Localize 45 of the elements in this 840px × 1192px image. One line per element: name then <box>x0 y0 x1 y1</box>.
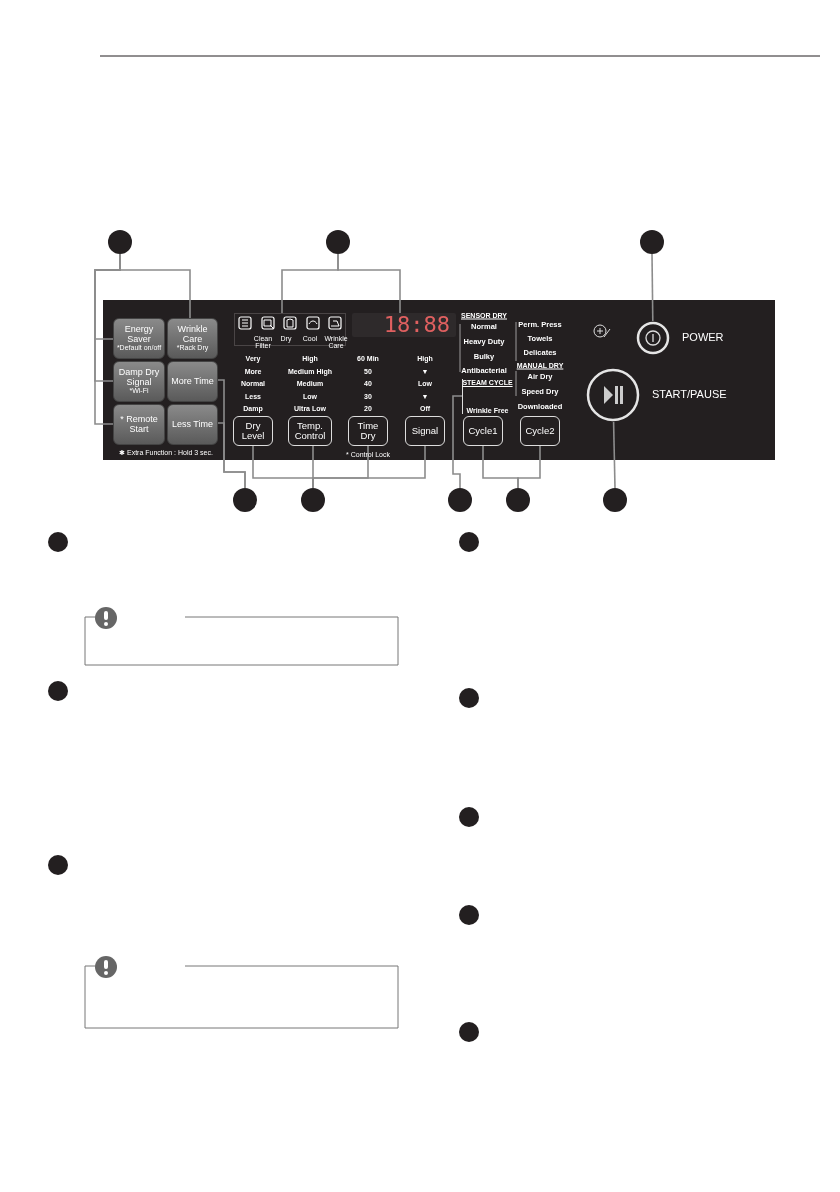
callout-circle <box>506 488 530 512</box>
leader-line <box>312 445 426 489</box>
button-label: Cycle2 <box>524 426 556 436</box>
button-label: Temp. Control <box>293 421 327 441</box>
button-label: Dry Level <box>240 421 266 441</box>
leader-line <box>612 421 616 489</box>
callout-circle <box>233 488 257 512</box>
panel-button <box>113 361 165 402</box>
panel-button <box>348 416 388 446</box>
callout-circle <box>448 488 472 512</box>
option-group <box>462 379 512 414</box>
leader-line <box>651 253 654 322</box>
panel-button <box>113 404 165 445</box>
panel-button <box>167 361 218 402</box>
button-label: Energy Saver <box>123 325 155 345</box>
panel-button <box>167 318 218 359</box>
panel-button <box>463 416 503 446</box>
panel-button <box>405 416 445 446</box>
button-label: Wrinkle Care <box>176 325 209 345</box>
leader-line <box>517 445 541 489</box>
callout-circle <box>603 488 627 512</box>
button-label: START/PAUSE <box>652 389 727 401</box>
button-label: More Time <box>170 376 215 387</box>
leader-line <box>337 253 401 314</box>
leader-line <box>452 395 463 489</box>
digital-display: 18:88 <box>352 313 456 337</box>
leader-line <box>94 253 121 425</box>
panel-button <box>167 404 218 445</box>
button-label: Time Dry <box>356 421 380 441</box>
button-label: Cycle1 <box>467 426 499 436</box>
callout-circle <box>640 230 664 254</box>
button-label: POWER <box>682 332 724 344</box>
callout-circle <box>326 230 350 254</box>
panel-button <box>520 416 560 446</box>
callout-circle <box>301 488 325 512</box>
button-label: Less Time <box>171 419 214 430</box>
callout-circle <box>108 230 132 254</box>
round-button <box>636 321 726 355</box>
panel-button <box>233 416 273 446</box>
button-label: Damp Dry Signal <box>117 368 161 388</box>
panel-button <box>113 318 165 359</box>
indicator-panel <box>234 313 346 346</box>
button-label: Signal <box>410 426 440 436</box>
button-label: * Remote Start <box>119 415 159 434</box>
leader-line <box>217 422 246 489</box>
